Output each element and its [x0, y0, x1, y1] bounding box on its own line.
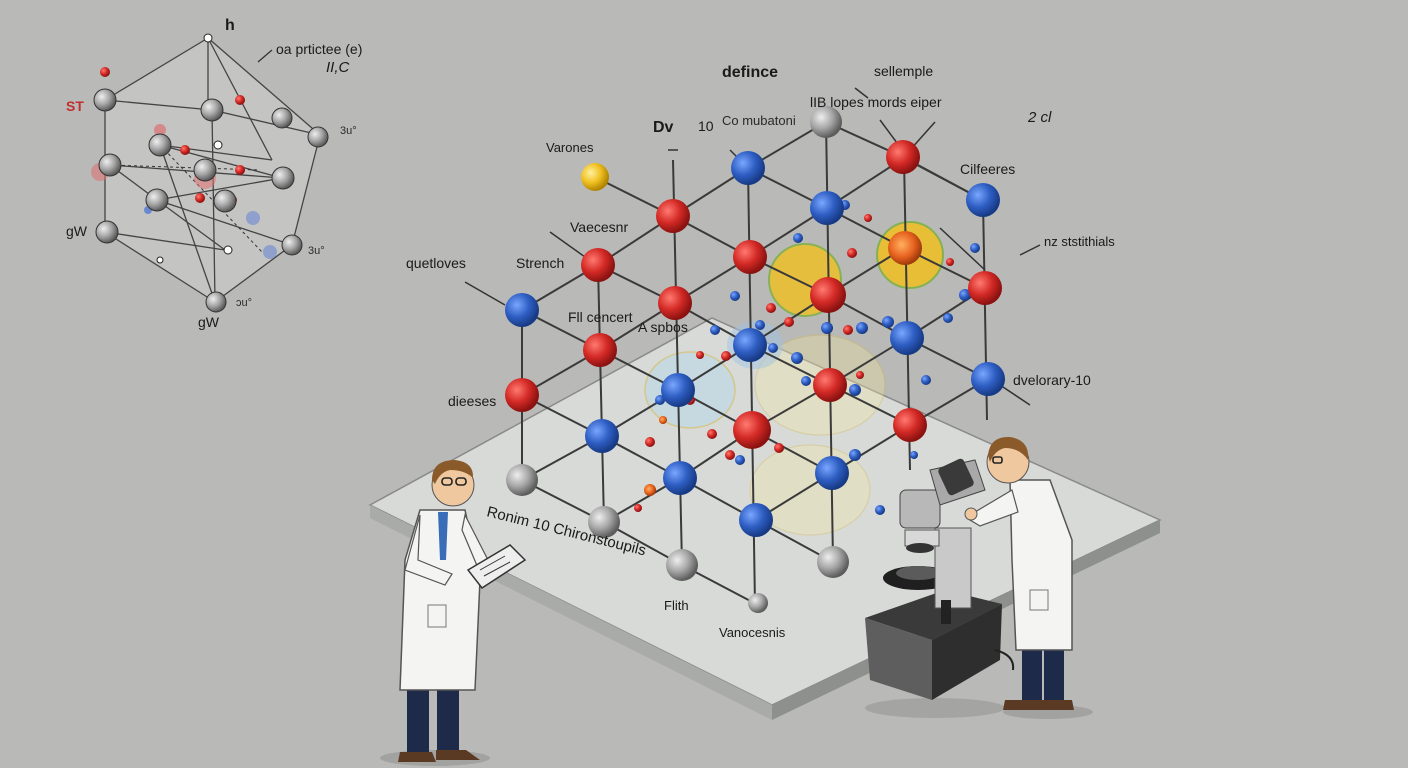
- inset-label-dim: ɔu°: [236, 297, 252, 309]
- lattice-label-dv: Dv: [653, 119, 674, 136]
- inset-label-formula: oa prtictee (e): [276, 41, 362, 57]
- inset-label-st: ST: [66, 98, 84, 114]
- lattice-label-lb-lopes: lIB lopes mords eiper: [810, 94, 942, 110]
- lattice-label-strench: Strench: [516, 255, 564, 271]
- scientist-right: [964, 436, 1093, 719]
- lattice-label-ten: 10: [698, 118, 714, 134]
- lattice-label-defince: defince: [722, 64, 778, 81]
- lattice-label-two-cl: 2 cl: [1027, 109, 1052, 126]
- crystal-lattice: defince sellemple Dv 10 Co mubatoni lIB …: [406, 63, 1115, 640]
- lattice-label-fll-cencert: Fll cencert: [568, 309, 633, 325]
- lattice-label-co-mubatoni: Co mubatoni: [722, 113, 796, 128]
- inset-label-h: h: [225, 17, 235, 34]
- lattice-label-varones: Varones: [546, 140, 594, 155]
- microscope-icon: [883, 458, 986, 624]
- scientist-left: [380, 460, 527, 766]
- inset-label-gw-2: gW: [198, 314, 220, 330]
- lattice-label-quetloves: quetloves: [406, 255, 466, 271]
- microscope-station: [865, 458, 1015, 718]
- inset-label-fraction: II,C: [326, 59, 350, 76]
- inset-label-angle-1: 3u°: [340, 125, 357, 137]
- inset-label-angle-2: 3u°: [308, 245, 325, 257]
- lattice-label-cilfeeres: Cilfeeres: [960, 161, 1015, 177]
- inset-label-gw-1: gW: [66, 223, 88, 239]
- lattice-label-vanocesnis: Vanocesnis: [719, 625, 786, 640]
- lattice-label-dieeses: dieeses: [448, 393, 496, 409]
- lattice-label-nz-ststithials: nz ststithials: [1044, 234, 1115, 249]
- lattice-label-sellemple: sellemple: [874, 63, 933, 79]
- lattice-label-dvelorary: dvelorary-10: [1013, 372, 1091, 388]
- lattice-atoms: [505, 106, 1005, 613]
- lattice-label-flith: Flith: [664, 598, 689, 613]
- lattice-label-a-spbos: A spbos: [638, 319, 688, 335]
- lattice-label-vaecesnr: Vaecesnr: [570, 219, 628, 235]
- clipboard-icon: [466, 544, 527, 590]
- inset-crystal-diagram: h oa prtictee (e) II,C ST 3u° gW 3u° ɔu°…: [66, 17, 362, 330]
- crystal-defect-particles: [634, 200, 980, 519]
